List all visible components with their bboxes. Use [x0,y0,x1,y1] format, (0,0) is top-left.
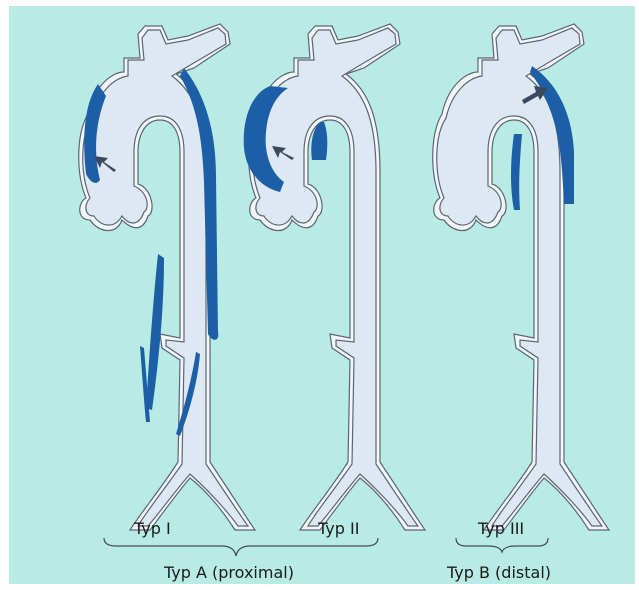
label-typ-2: Typ II [318,519,359,538]
label-typ-3: Typ III [478,519,524,538]
label-typ-1: Typ I [134,519,171,538]
label-group-b: Typ B (distal) [447,563,551,582]
label-group-a: Typ A (proximal) [164,563,294,582]
